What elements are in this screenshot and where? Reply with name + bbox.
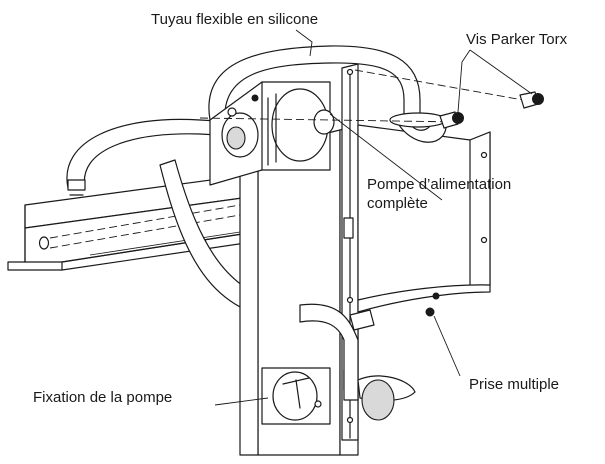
support-rail [7, 167, 301, 271]
silicone-hose [208, 45, 447, 143]
label-pump-bracket: Fixation de la pompe [33, 389, 172, 406]
label-torx-screws: Vis Parker Torx [466, 31, 568, 48]
label-feed-pump-line2: complète [367, 195, 428, 212]
leader-lines [214, 29, 533, 406]
lower-pump-motor [261, 367, 331, 425]
label-feed-pump-line1: Pompe d’alimentation [367, 176, 511, 193]
torx-screw-2 [519, 91, 544, 109]
label-silicone-hose: Tuyau flexible en silicone [151, 11, 318, 28]
pump-screw [251, 94, 259, 102]
torx-screws [439, 91, 544, 129]
multi-plug [357, 292, 440, 421]
torx-screw-1 [439, 111, 464, 129]
hose-clamp [67, 179, 86, 191]
assembly-lines [199, 69, 541, 123]
rail-hole [38, 236, 50, 250]
side-panel [357, 124, 491, 313]
lower-hose [299, 303, 375, 401]
feed-pump [209, 81, 335, 186]
label-multi-plug: Prise multiple [469, 376, 559, 393]
